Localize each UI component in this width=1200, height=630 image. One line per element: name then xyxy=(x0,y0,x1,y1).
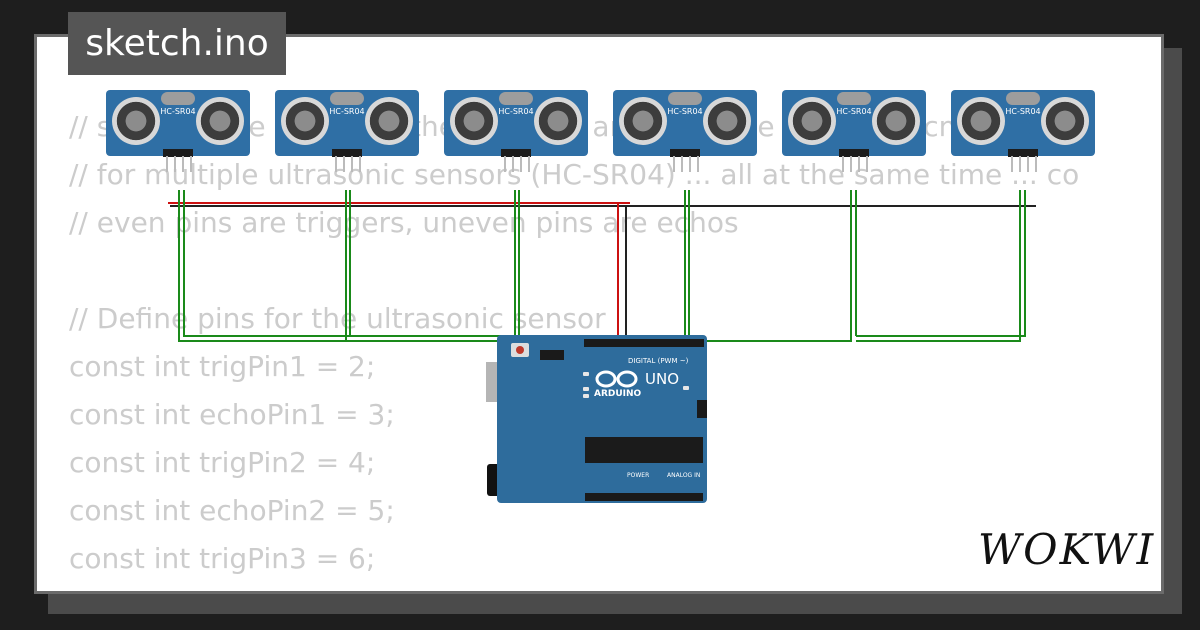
pin-header xyxy=(163,149,193,157)
vcc-pin[interactable] xyxy=(504,156,506,172)
signal-wires xyxy=(178,190,1026,345)
echo-pin[interactable] xyxy=(1027,156,1029,172)
sensor-label: HC-SR04 xyxy=(667,107,703,116)
transducer-icon xyxy=(788,97,836,145)
led-on-icon xyxy=(683,386,689,390)
power-pins-label: POWER xyxy=(627,472,650,479)
transducer-icon xyxy=(1041,97,1089,145)
transducer-icon xyxy=(450,97,498,145)
ultrasonic-sensor[interactable]: HC-SR04 xyxy=(444,90,588,172)
gnd-pin[interactable] xyxy=(359,156,361,172)
code-line: const int trigPin2 = 4; xyxy=(69,446,376,479)
ultrasonic-sensor[interactable]: HC-SR04 xyxy=(951,90,1095,172)
file-name-tab[interactable]: sketch.ino xyxy=(68,12,286,75)
gnd-pin[interactable] xyxy=(528,156,530,172)
code-line: const int echoPin3 = 7; xyxy=(69,583,1081,591)
code-line: const int echoPin1 = 3; xyxy=(69,398,395,431)
gnd-pin[interactable] xyxy=(866,156,868,172)
code-line: const int trigPin1 = 2; xyxy=(69,350,376,383)
arduino-uno-board[interactable] xyxy=(497,335,707,503)
sensor-label: HC-SR04 xyxy=(329,107,365,116)
echo-pin[interactable] xyxy=(351,156,353,172)
ultrasonic-sensor[interactable]: HC-SR04 xyxy=(613,90,757,172)
code-line: const int trigPin3 = 6; xyxy=(69,542,376,575)
crystal-oscillator xyxy=(330,92,364,105)
pin-header xyxy=(839,149,869,157)
gnd-pin[interactable] xyxy=(190,156,192,172)
icsp-header xyxy=(540,350,564,360)
crystal-oscillator xyxy=(1006,92,1040,105)
pin-header xyxy=(332,149,362,157)
digital-pins-label: DIGITAL (PWM ~) xyxy=(628,357,689,365)
board-model-label: UNO xyxy=(645,370,680,388)
vcc-pin[interactable] xyxy=(842,156,844,172)
crystal-oscillator xyxy=(668,92,702,105)
trig-pin[interactable] xyxy=(1019,156,1021,172)
code-line: const int echoPin2 = 5; xyxy=(69,494,395,527)
transducer-icon xyxy=(112,97,160,145)
trig-pin[interactable] xyxy=(512,156,514,172)
transducer-icon xyxy=(196,97,244,145)
reset-button[interactable] xyxy=(511,343,529,357)
code-line: // even pins are triggers, uneven pins a… xyxy=(69,206,739,239)
sensor-label: HC-SR04 xyxy=(836,107,872,116)
wokwi-logo: WOKWI xyxy=(978,525,1156,574)
trig-pin[interactable] xyxy=(850,156,852,172)
led-tx-icon xyxy=(583,387,589,391)
transducer-icon xyxy=(534,97,582,145)
led-rx-icon xyxy=(583,394,589,398)
sensor-label: HC-SR04 xyxy=(1005,107,1041,116)
ultrasonic-sensor[interactable]: HC-SR04 xyxy=(106,90,250,172)
transducer-icon xyxy=(619,97,667,145)
trig-pin[interactable] xyxy=(681,156,683,172)
transducer-icon xyxy=(281,97,329,145)
trig-pin[interactable] xyxy=(343,156,345,172)
trig-pin[interactable] xyxy=(174,156,176,172)
pin-header xyxy=(1008,149,1038,157)
crystal-oscillator xyxy=(161,92,195,105)
sensor-label: HC-SR04 xyxy=(498,107,534,116)
vcc-pin[interactable] xyxy=(673,156,675,172)
led-l-icon xyxy=(583,372,589,376)
code-line: // for multiple ultrasonic sensors (HC-S… xyxy=(69,158,1080,191)
pin-header xyxy=(501,149,531,157)
microcontroller-chip xyxy=(585,437,703,463)
icsp2-header xyxy=(697,400,707,418)
infinity-logo-icon xyxy=(595,370,638,388)
echo-pin[interactable] xyxy=(520,156,522,172)
transducer-icon xyxy=(872,97,920,145)
gnd-pin[interactable] xyxy=(1035,156,1037,172)
transducer-icon xyxy=(957,97,1005,145)
ultrasonic-sensor[interactable]: HC-SR04 xyxy=(275,90,419,172)
pin-header xyxy=(670,149,700,157)
vcc-pin[interactable] xyxy=(166,156,168,172)
digital-pin-header[interactable] xyxy=(584,339,704,347)
crystal-oscillator xyxy=(499,92,533,105)
power-analog-pin-header[interactable] xyxy=(585,493,703,501)
sensor-label: HC-SR04 xyxy=(160,107,196,116)
transducer-icon xyxy=(365,97,413,145)
gnd-pin[interactable] xyxy=(697,156,699,172)
board-brand-label: ARDUINO xyxy=(594,389,642,399)
vcc-pin[interactable] xyxy=(1011,156,1013,172)
echo-pin[interactable] xyxy=(858,156,860,172)
analog-pins-label: ANALOG IN xyxy=(667,472,701,479)
echo-pin[interactable] xyxy=(689,156,691,172)
ultrasonic-sensor[interactable]: HC-SR04 xyxy=(782,90,926,172)
echo-pin[interactable] xyxy=(182,156,184,172)
crystal-oscillator xyxy=(837,92,871,105)
vcc-pin[interactable] xyxy=(335,156,337,172)
transducer-icon xyxy=(703,97,751,145)
